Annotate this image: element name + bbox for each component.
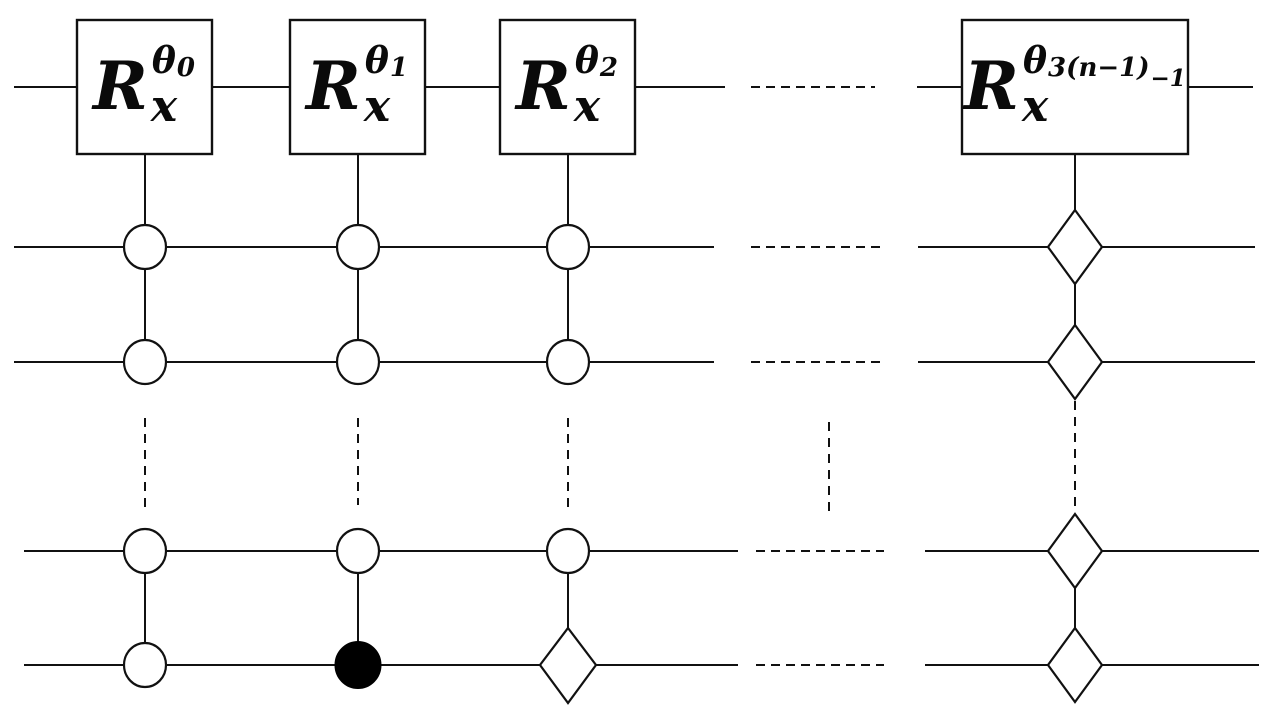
open-circle-node	[335, 527, 381, 575]
open-circle-node	[122, 223, 168, 271]
diamond-node	[538, 626, 598, 705]
open-circle-node	[122, 527, 168, 575]
open-circle-node	[122, 641, 168, 689]
open-circle-node	[545, 223, 591, 271]
open-circle-node	[122, 338, 168, 386]
open-circle-node	[335, 223, 381, 271]
gate-box-rx-theta2	[498, 18, 637, 156]
open-circle-node	[335, 338, 381, 386]
gate-box-rx-theta1	[288, 18, 427, 156]
diamond-node	[1046, 626, 1104, 704]
diamond-node	[1046, 323, 1104, 401]
open-circle-node	[545, 338, 591, 386]
filled-circle-node	[334, 641, 382, 689]
diamond-node	[1046, 208, 1104, 286]
gate-box-rx-theta-last	[960, 18, 1190, 156]
diamond-node	[1046, 512, 1104, 590]
open-circle-node	[545, 527, 591, 575]
gate-box-rx-theta0	[75, 18, 214, 156]
